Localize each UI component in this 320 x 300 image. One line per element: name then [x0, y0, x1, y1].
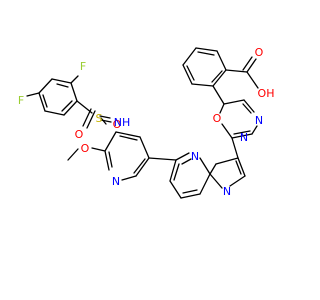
pyridine-nitrogen-label: N [112, 175, 120, 188]
methoxy-oxygen-label: O [81, 142, 90, 155]
atom-labels: F F S O O NH O N O N N N N O OH [18, 46, 275, 198]
bond-network [26, 47, 259, 199]
sulfur-label: S [96, 112, 103, 125]
imidazole-nitrogen-label: N [223, 185, 231, 198]
carbonyl-oxygen-label: O [255, 46, 264, 59]
oxadiazole-oxygen-label: O [213, 112, 222, 125]
chemical-structure-diagram: F F S O O NH O N O N N N N O OH [0, 0, 300, 300]
sulfonyl-oxygen-right-label: O [113, 118, 122, 131]
fluorine-left-label: F [18, 94, 24, 107]
background [0, 0, 300, 300]
oxadiazole-nitrogen-lower-label: N [240, 131, 248, 144]
bridgehead-nitrogen-label: N [191, 150, 199, 163]
amine-nh-label: NH [114, 116, 131, 129]
sulfonyl-oxygen-left-label: O [75, 128, 84, 141]
fluorine-top-label: F [80, 60, 86, 73]
hydroxyl-label: OH [258, 87, 275, 100]
oxadiazole-nitrogen-upper-label: N [255, 114, 263, 127]
